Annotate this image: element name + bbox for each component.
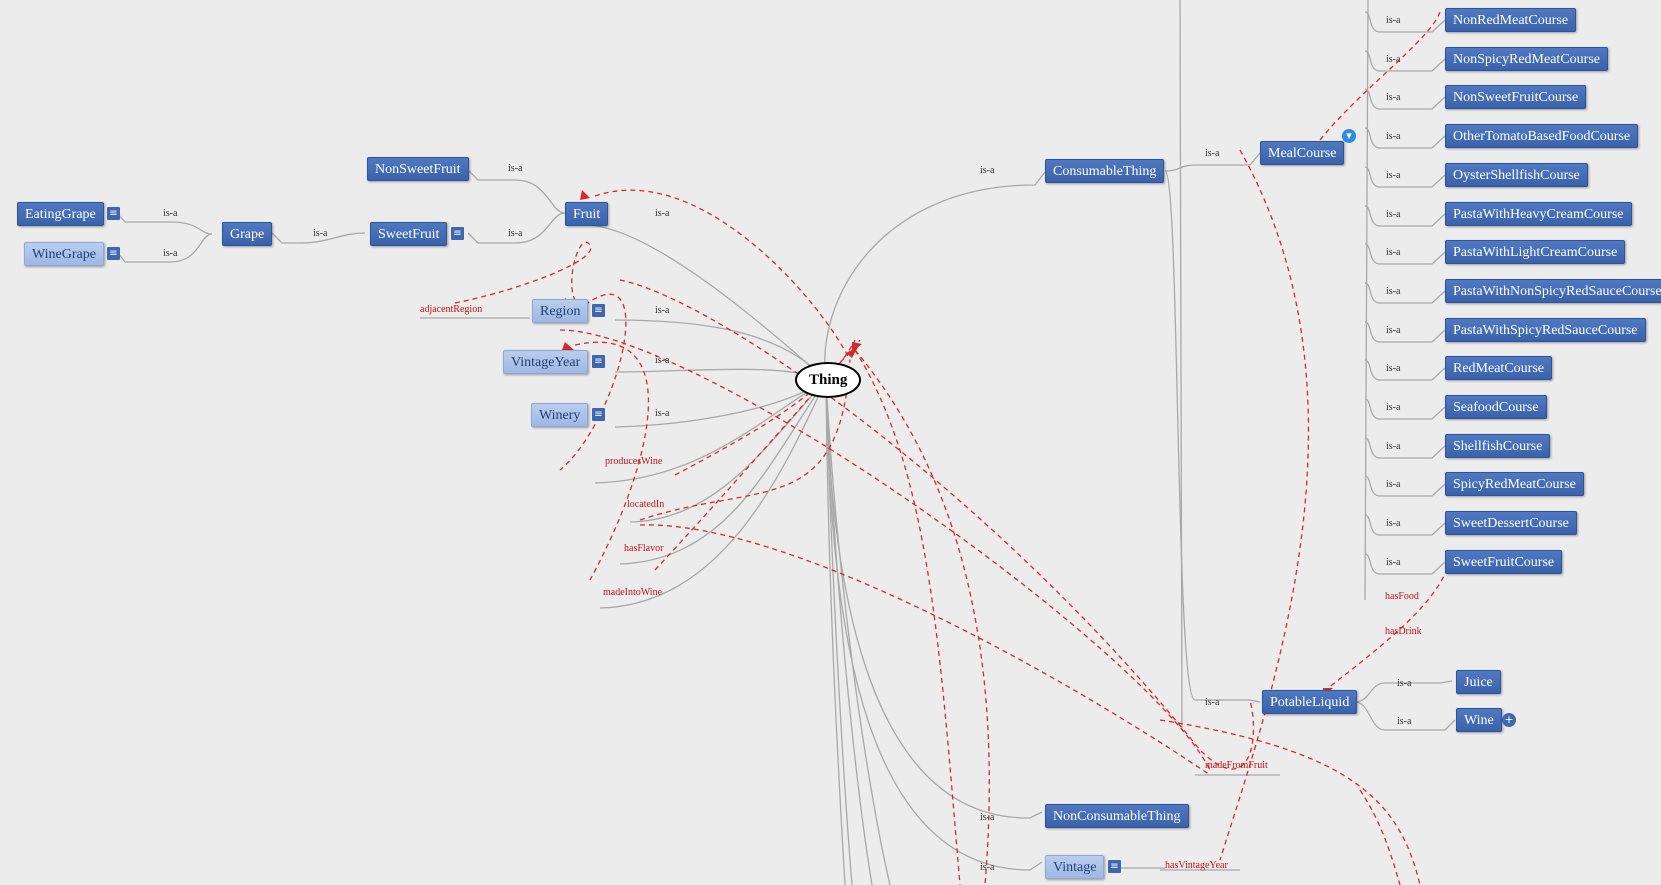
edge-label: is-a [508, 163, 523, 174]
edge-label: is-a [1386, 209, 1401, 220]
edge-line [1364, 437, 1446, 459]
edge-label: is-a [1386, 92, 1401, 103]
property-label-produces-wine: producesWine [605, 456, 663, 467]
edge-line [1364, 166, 1446, 188]
edge-label: is-a [655, 408, 670, 419]
node-eating-grape[interactable]: EatingGrape [17, 202, 104, 226]
property-label-located-in: locatedIn [627, 499, 665, 510]
edge-label: is-a [1386, 286, 1401, 297]
node-meal-course[interactable]: MealCourse [1260, 141, 1345, 165]
edge-label: is-a [655, 355, 670, 366]
edge-line [1364, 475, 1446, 497]
node-fruit[interactable]: Fruit [565, 202, 609, 226]
edge-label: is-a [1205, 148, 1220, 159]
edge-label: is-a [1386, 402, 1401, 413]
node-vintage[interactable]: Vintage [1045, 855, 1105, 879]
edge-label: is-a [980, 165, 995, 176]
edge-label: is-a [1386, 518, 1401, 529]
edge-line [1179, 0, 1183, 731]
node-meal-course-child[interactable]: RedMeatCourse [1445, 356, 1552, 380]
edge-label: is-a [1386, 54, 1401, 65]
node-wine[interactable]: Wine [1456, 708, 1502, 732]
property-label-has-vintage-year: hasVintageYear [1165, 860, 1228, 871]
edge-line [1364, 514, 1446, 536]
node-meal-course-child[interactable]: SeafoodCourse [1445, 395, 1547, 419]
property-label-has-food: hasFood [1385, 591, 1419, 602]
node-meal-course-child[interactable]: PastaWithNonSpicyRedSauceCourse [1445, 279, 1661, 303]
edge-label: is-a [1386, 131, 1401, 142]
edge-label: is-a [1386, 363, 1401, 374]
node-meal-course-child[interactable]: SpicyRedMeatCourse [1445, 472, 1584, 496]
menu-icon[interactable]: ≡ [107, 247, 120, 260]
edge-line [1364, 11, 1446, 33]
edge-label: is-a [1205, 697, 1220, 708]
edge-label: is-a [1386, 441, 1401, 452]
node-meal-course-child[interactable]: NonSweetFruitCourse [1445, 85, 1587, 109]
edge-line [1364, 88, 1446, 110]
edge-line [1364, 243, 1446, 265]
node-meal-course-child[interactable]: OysterShellfishCourse [1445, 163, 1588, 187]
menu-icon[interactable]: ≡ [592, 304, 605, 317]
edge-label: is-a [1386, 170, 1401, 181]
property-label-made-from-fruit: madeFromFruit [1205, 760, 1268, 771]
node-winery[interactable]: Winery [531, 403, 589, 427]
property-label-adjacent-region: adjacentRegion [420, 304, 483, 315]
node-wine-grape[interactable]: WineGrape [24, 242, 104, 266]
node-non-sweet-fruit[interactable]: NonSweetFruit [367, 157, 469, 181]
edge-label: is-a [1386, 557, 1401, 568]
edge-label: is-a [980, 812, 995, 823]
edge-label: is-a [1386, 479, 1401, 490]
property-label-made-into-wine: madeIntoWine [603, 587, 663, 598]
menu-icon[interactable]: ≡ [451, 227, 464, 240]
node-sweet-fruit[interactable]: SweetFruit [370, 222, 448, 246]
node-meal-course-child[interactable]: NonSpicyRedMeatCourse [1445, 47, 1608, 71]
node-meal-course-child[interactable]: OtherTomatoBasedFoodCourse [1445, 124, 1639, 148]
node-meal-course-child[interactable]: PastaWithHeavyCreamCourse [1445, 202, 1632, 226]
edge-line [1364, 0, 1369, 601]
node-meal-course-child[interactable]: SweetFruitCourse [1445, 550, 1563, 574]
edge-line [1364, 398, 1446, 420]
edge-label: is-a [655, 208, 670, 219]
node-meal-course-child[interactable]: PastaWithLightCreamCourse [1445, 240, 1626, 264]
edge-line [1364, 205, 1446, 227]
node-vintage-year[interactable]: VintageYear [503, 350, 589, 374]
node-non-consumable-thing[interactable]: NonConsumableThing [1045, 804, 1189, 828]
edge-label: is-a [1397, 716, 1412, 727]
expand-plus-icon[interactable]: + [1502, 713, 1516, 727]
edge-line [1364, 553, 1446, 575]
menu-icon[interactable]: ≡ [107, 207, 120, 220]
menu-icon[interactable]: ≡ [592, 355, 605, 368]
edge-label: is-a [980, 862, 995, 873]
edge-label: is-a [655, 305, 670, 316]
edge-label: is-a [508, 228, 523, 239]
menu-icon[interactable]: ≡ [1108, 860, 1121, 873]
edge-label: is-a [1397, 678, 1412, 689]
edge-line [1364, 282, 1446, 304]
edge-line [1364, 127, 1446, 149]
edge-line [1364, 359, 1446, 381]
node-potable-liquid[interactable]: PotableLiquid [1262, 690, 1358, 714]
menu-icon[interactable]: ≡ [592, 408, 605, 421]
edge-label: is-a [313, 228, 328, 239]
collapse-icon[interactable]: ▾ [1342, 129, 1356, 143]
node-meal-course-child[interactable]: ShellfishCourse [1445, 434, 1551, 458]
edge-label: is-a [163, 248, 178, 259]
edge-label: is-a [1386, 325, 1401, 336]
edge-label: is-a [1386, 247, 1401, 258]
root-node-thing[interactable]: Thing [795, 362, 862, 398]
edge-label: is-a [163, 208, 178, 219]
node-consumable-thing[interactable]: ConsumableThing [1045, 159, 1165, 183]
node-meal-course-child[interactable]: SweetDessertCourse [1445, 511, 1577, 535]
property-label-has-drink: hasDrink [1385, 626, 1422, 637]
edge-label: is-a [1386, 15, 1401, 26]
node-juice[interactable]: Juice [1456, 670, 1501, 694]
node-meal-course-child[interactable]: NonRedMeatCourse [1445, 8, 1577, 32]
edge-line [1364, 321, 1446, 343]
node-region[interactable]: Region [532, 299, 589, 323]
node-grape[interactable]: Grape [222, 222, 273, 246]
node-meal-course-child[interactable]: PastaWithSpicyRedSauceCourse [1445, 318, 1646, 342]
property-label-has-flavor: hasFlavor [624, 543, 664, 554]
